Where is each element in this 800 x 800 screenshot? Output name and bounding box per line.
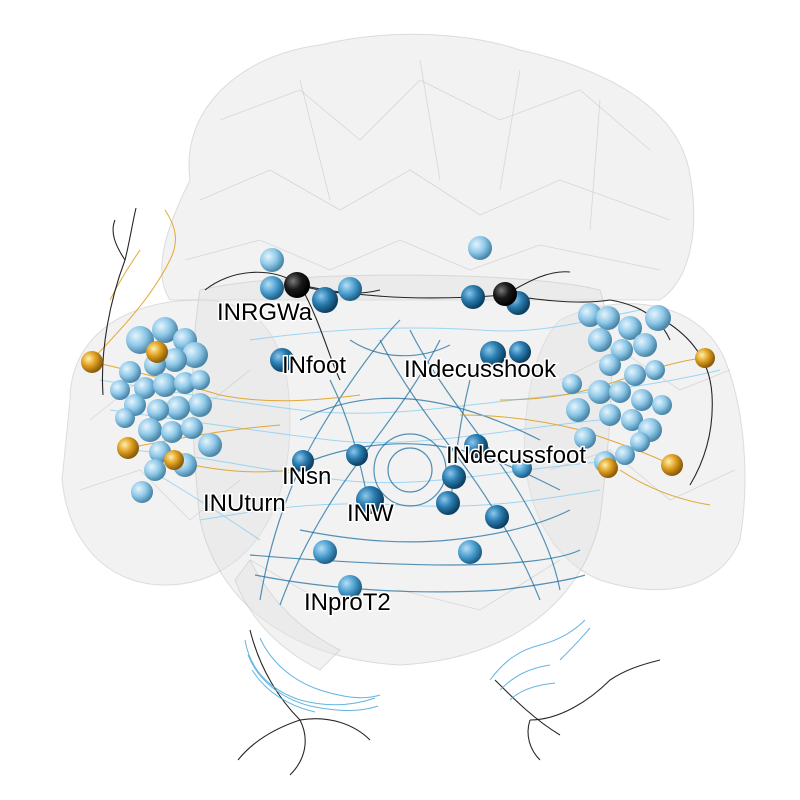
soma xyxy=(346,444,368,466)
soma xyxy=(661,454,683,476)
soma xyxy=(442,465,466,489)
soma xyxy=(115,408,135,428)
soma xyxy=(633,333,657,357)
soma xyxy=(81,351,103,373)
soma xyxy=(138,418,162,442)
somata-gold xyxy=(81,341,715,478)
soma xyxy=(598,458,618,478)
soma xyxy=(618,316,642,340)
soma xyxy=(695,348,715,368)
soma xyxy=(645,305,671,331)
label-indecusshook: INdecusshook xyxy=(404,356,557,383)
soma xyxy=(645,360,665,380)
soma xyxy=(485,505,509,529)
soma xyxy=(464,434,488,458)
soma xyxy=(131,481,153,503)
soma xyxy=(198,433,222,457)
soma xyxy=(458,540,482,564)
brain-mesh-upper xyxy=(161,33,695,301)
soma xyxy=(144,459,166,481)
soma xyxy=(313,540,337,564)
soma xyxy=(512,458,532,478)
soma xyxy=(146,341,168,363)
soma xyxy=(624,364,646,386)
soma xyxy=(292,450,314,472)
brain-mesh-center xyxy=(192,274,613,666)
soma xyxy=(338,575,362,599)
cell-type-labels: INRGWa INfoot INdecusshook INdecussfoot … xyxy=(202,298,588,618)
label-inrgwa: INRGWa xyxy=(217,299,313,326)
soma xyxy=(599,404,621,426)
soma xyxy=(126,326,154,354)
soma xyxy=(134,377,156,399)
soma xyxy=(190,370,210,390)
label-infoot: INfoot xyxy=(282,352,346,379)
ventral-mesh-left xyxy=(234,559,341,671)
soma xyxy=(652,395,672,415)
soma xyxy=(182,342,208,368)
label-inuturn: INUturn xyxy=(203,490,286,517)
soma xyxy=(117,437,139,459)
soma xyxy=(110,380,130,400)
soma xyxy=(270,348,294,372)
soma xyxy=(588,380,612,404)
soma xyxy=(152,317,178,343)
ventral-fragment-left xyxy=(244,637,381,713)
label-inprot2: INproT2 xyxy=(304,589,391,616)
label-insn: INsn xyxy=(282,463,331,490)
soma xyxy=(161,421,183,443)
soma xyxy=(468,236,492,260)
somata-light-blue-left xyxy=(110,317,222,503)
soma xyxy=(284,272,310,298)
soma xyxy=(615,445,635,465)
soma xyxy=(609,381,631,403)
ventral-fragment-right xyxy=(489,619,591,701)
soma xyxy=(153,373,177,397)
soma xyxy=(338,277,362,301)
soma xyxy=(578,303,602,327)
soma xyxy=(356,486,384,514)
soma xyxy=(596,306,620,330)
soma xyxy=(621,409,643,431)
mesh-facets xyxy=(79,59,736,611)
soma xyxy=(509,341,531,363)
somata-central xyxy=(260,236,532,599)
soma xyxy=(599,354,621,376)
soma xyxy=(119,361,141,383)
soma xyxy=(631,389,653,411)
soma xyxy=(630,432,650,452)
soma xyxy=(588,328,612,352)
soma xyxy=(312,287,338,313)
soma xyxy=(480,341,506,367)
soma xyxy=(566,398,590,422)
label-indecussfoot: INdecussfoot xyxy=(446,442,586,469)
soma xyxy=(461,285,485,309)
soma xyxy=(164,450,184,470)
soma xyxy=(611,339,633,361)
soma xyxy=(260,276,284,300)
soma xyxy=(181,417,203,439)
somata-black xyxy=(284,272,517,306)
soma xyxy=(163,348,187,372)
soma xyxy=(436,491,460,515)
soma xyxy=(166,396,190,420)
soma xyxy=(562,374,582,394)
label-inw: INW xyxy=(347,500,394,527)
soma xyxy=(188,393,212,417)
soma xyxy=(493,282,517,306)
soma xyxy=(147,399,169,421)
soma xyxy=(574,427,596,449)
soma xyxy=(260,248,284,272)
